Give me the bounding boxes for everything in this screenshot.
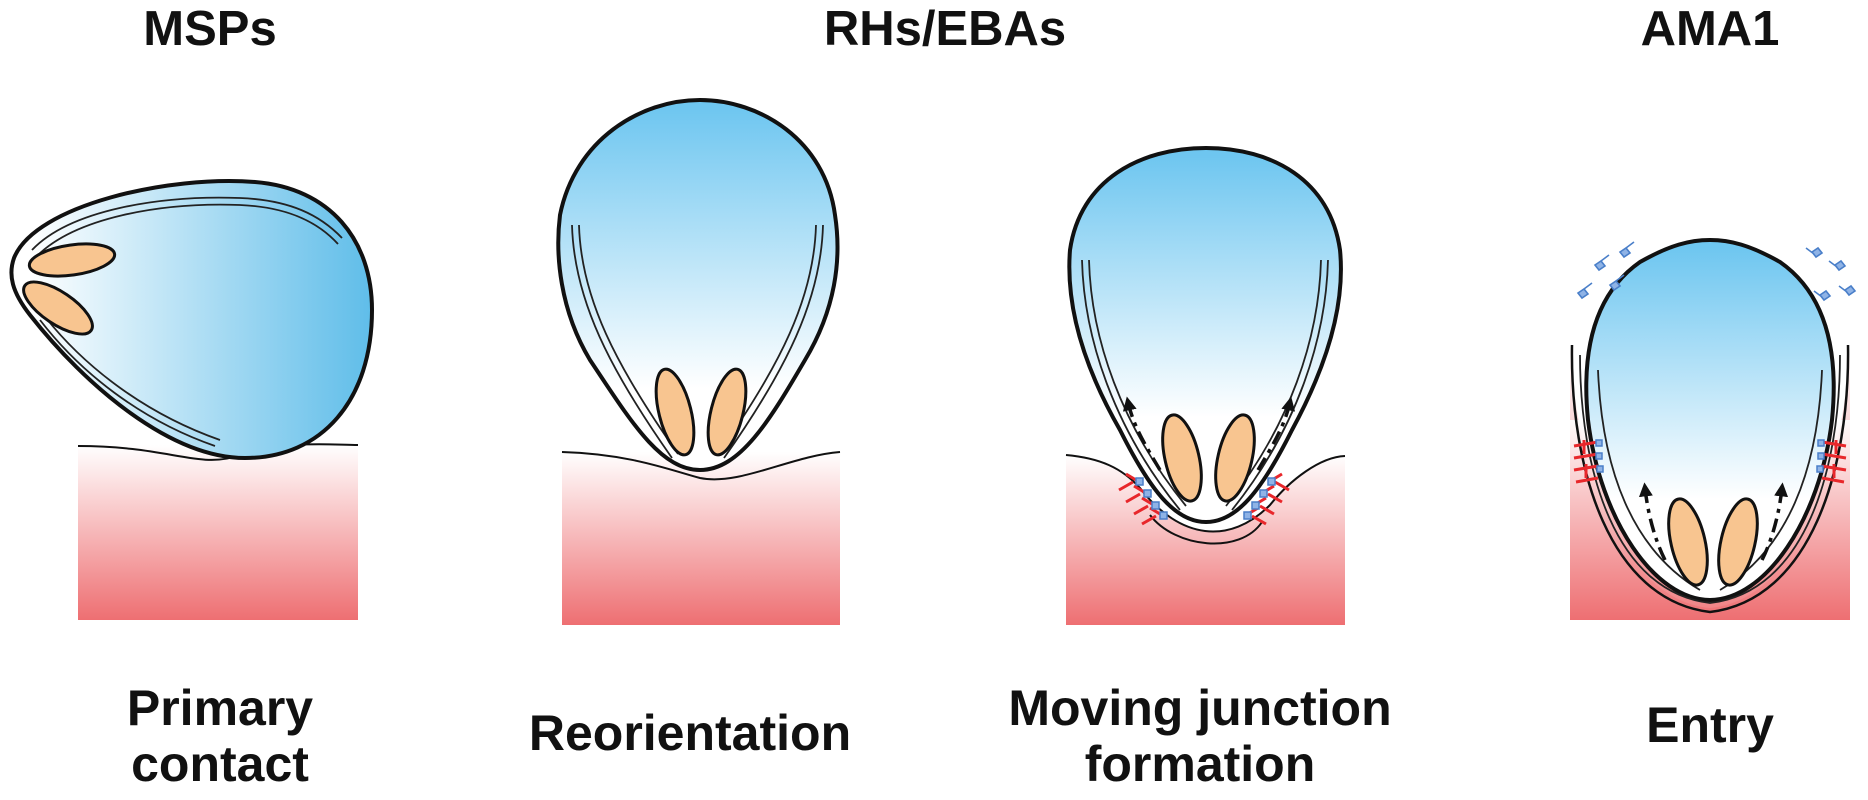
inner-membrane-2b bbox=[578, 224, 679, 455]
panel-primary-contact bbox=[9, 179, 375, 620]
vacuole-membrane-4a bbox=[1570, 344, 1850, 614]
merozoite-body-2 bbox=[556, 97, 840, 473]
rhoptry-1b bbox=[22, 280, 94, 336]
shed-proteins-right bbox=[1805, 246, 1857, 302]
caption-moving-junction-line-1: Moving junction bbox=[1008, 680, 1392, 736]
junction-adhesins-right bbox=[1247, 472, 1290, 526]
rhoptry-2a bbox=[654, 367, 696, 457]
host-membrane-3-lower bbox=[1149, 514, 1263, 545]
caption-primary-contact-line-1: Primary bbox=[126, 680, 314, 736]
caption-moving-junction: Moving junction formation bbox=[960, 680, 1440, 792]
header-ama1: AMA1 bbox=[1640, 2, 1780, 56]
inner-membrane-1d bbox=[45, 317, 221, 441]
vacuole-membrane-4b bbox=[1579, 354, 1841, 604]
merozoite-body-3 bbox=[1067, 145, 1343, 525]
motion-arrow-3-left bbox=[1122, 396, 1162, 471]
inner-membrane-3b bbox=[1088, 259, 1187, 507]
junction-ligands-left bbox=[1135, 477, 1168, 520]
motion-arrow-3-right bbox=[1256, 396, 1296, 471]
entry-ligands-left bbox=[1595, 439, 1604, 473]
junction-ligands-right bbox=[1243, 477, 1276, 520]
rhoptry-3b bbox=[1214, 413, 1256, 503]
panel-entry bbox=[1570, 237, 1857, 620]
caption-primary-contact-line-2: contact bbox=[131, 736, 309, 792]
inner-membrane-4a bbox=[1597, 369, 1701, 591]
inner-membrane-1b bbox=[35, 203, 339, 258]
rhoptry-4b bbox=[1717, 497, 1759, 587]
caption-moving-junction-line-2: formation bbox=[1084, 736, 1316, 792]
panel-reorientation bbox=[556, 97, 841, 625]
rhoptry-2b bbox=[706, 367, 748, 457]
caption-entry: Entry bbox=[1646, 697, 1774, 753]
header-rhs-ebas: RHs/EBAs bbox=[823, 2, 1067, 56]
entry-ligands-right bbox=[1816, 439, 1825, 473]
host-cell-1 bbox=[78, 445, 358, 620]
host-cell-2 bbox=[562, 452, 840, 625]
entry-adhesins-left bbox=[1573, 440, 1599, 484]
entry-adhesins-right bbox=[1821, 440, 1847, 484]
shed-proteins-left bbox=[1576, 241, 1635, 300]
panel-moving-junction bbox=[1065, 145, 1346, 625]
inner-membrane-2a bbox=[571, 224, 673, 459]
inner-membrane-2c bbox=[723, 224, 824, 459]
host-membrane-3 bbox=[1065, 454, 1346, 533]
inner-membrane-3a bbox=[1081, 259, 1181, 511]
inner-membrane-3c bbox=[1231, 259, 1329, 511]
caption-primary-contact: Primary contact bbox=[70, 680, 370, 792]
rhoptry-1a bbox=[27, 242, 117, 278]
motion-arrow-4-right bbox=[1760, 482, 1789, 561]
rhoptry-3a bbox=[1161, 413, 1203, 503]
inner-membrane-1a bbox=[31, 196, 343, 251]
motion-arrow-4-left bbox=[1638, 482, 1667, 561]
host-membrane-2 bbox=[561, 451, 841, 481]
rhoptry-4a bbox=[1667, 497, 1709, 587]
caption-reorientation: Reorientation bbox=[528, 705, 852, 761]
header-msps: MSPs bbox=[143, 2, 277, 56]
inner-membrane-1c bbox=[39, 319, 216, 447]
junction-adhesins-left bbox=[1118, 472, 1161, 526]
